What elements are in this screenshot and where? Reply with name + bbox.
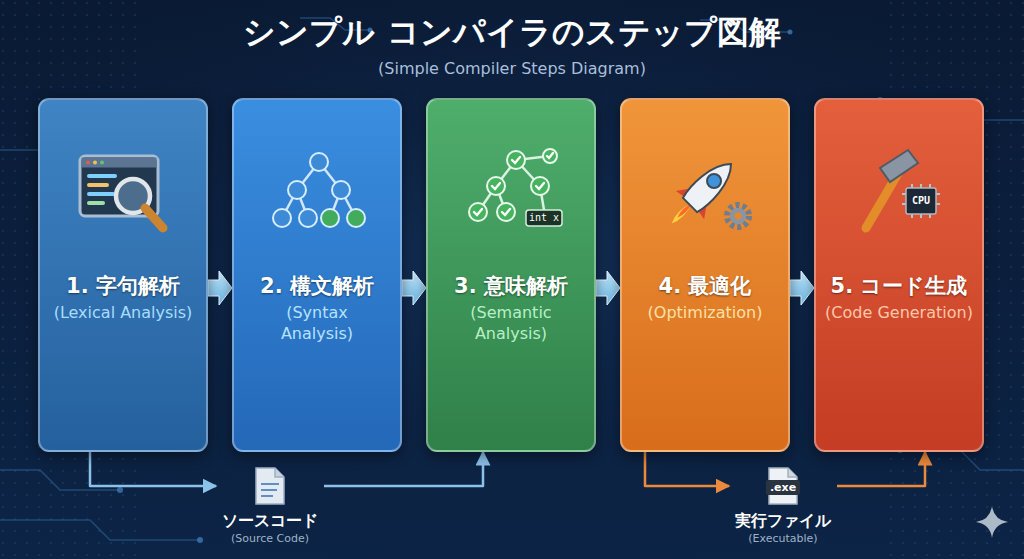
process-panel: 1. 字句解析(Lexical Analysis) <box>38 98 208 452</box>
step-subtitle: (Code Generation) <box>824 302 974 323</box>
diagram-title: シンプル コンパイラのステップ図解 <box>0 12 1024 52</box>
process-panel: 3. 意味解析(Semantic Analysis) int x <box>426 98 596 452</box>
flow-arrow <box>596 271 620 305</box>
rocket-icon <box>652 148 762 238</box>
subtitle: (Simple Compiler Steps Diagram) <box>0 58 1024 80</box>
file-label: ソースコード <box>222 510 318 532</box>
data-flow-line <box>324 452 483 486</box>
flow-arrow <box>790 271 814 305</box>
hammer-cpu-icon <box>846 148 956 238</box>
step-title: 4. 最適化 <box>630 272 780 300</box>
process-panel: 5. コード生成(Code Generation) CPU <box>814 98 984 452</box>
file-icon-box: .exe <box>766 466 800 506</box>
process-panel: 2. 構文解析(Syntax Analysis) <box>232 98 402 452</box>
type-tag: int x <box>526 210 562 226</box>
circuit-nodes <box>117 28 903 544</box>
circuit-lines <box>0 18 1024 540</box>
step-subtitle: (Semantic Analysis) <box>456 302 566 344</box>
data-flow-line <box>837 452 925 486</box>
file-icon-box <box>253 466 287 506</box>
file-sublabel: (Executable) <box>735 532 831 546</box>
flow-arrow <box>402 271 426 305</box>
file-icon <box>253 466 287 506</box>
scanner-icon <box>70 148 180 238</box>
sparkle-mark <box>976 506 1008 538</box>
file-sublabel: (Source Code) <box>222 532 318 546</box>
data-flow-line <box>645 452 729 486</box>
step-title: 1. 字句解析 <box>48 272 198 300</box>
process-panel: 4. 最適化(Optimization) <box>620 98 790 452</box>
step-subtitle: (Syntax Analysis) <box>262 302 372 344</box>
flow-arrow <box>208 271 232 305</box>
syntax-tree-icon <box>264 148 374 238</box>
step-title: 2. 構文解析 <box>242 272 392 300</box>
source-file: ソースコード(Source Code) <box>216 466 324 546</box>
step-title: 3. 意味解析 <box>436 272 586 300</box>
chip-label: CPU <box>906 188 936 214</box>
file-label: 実行ファイル <box>735 510 831 532</box>
file-extension: .exe <box>758 480 808 495</box>
step-subtitle: (Lexical Analysis) <box>48 302 198 323</box>
data-flow-line <box>90 452 216 486</box>
step-title: 5. コード生成 <box>824 272 974 300</box>
executable-file: .exe 実行ファイル(Executable) <box>729 466 837 546</box>
checked-tree-icon <box>458 148 568 238</box>
step-subtitle: (Optimization) <box>630 302 780 323</box>
